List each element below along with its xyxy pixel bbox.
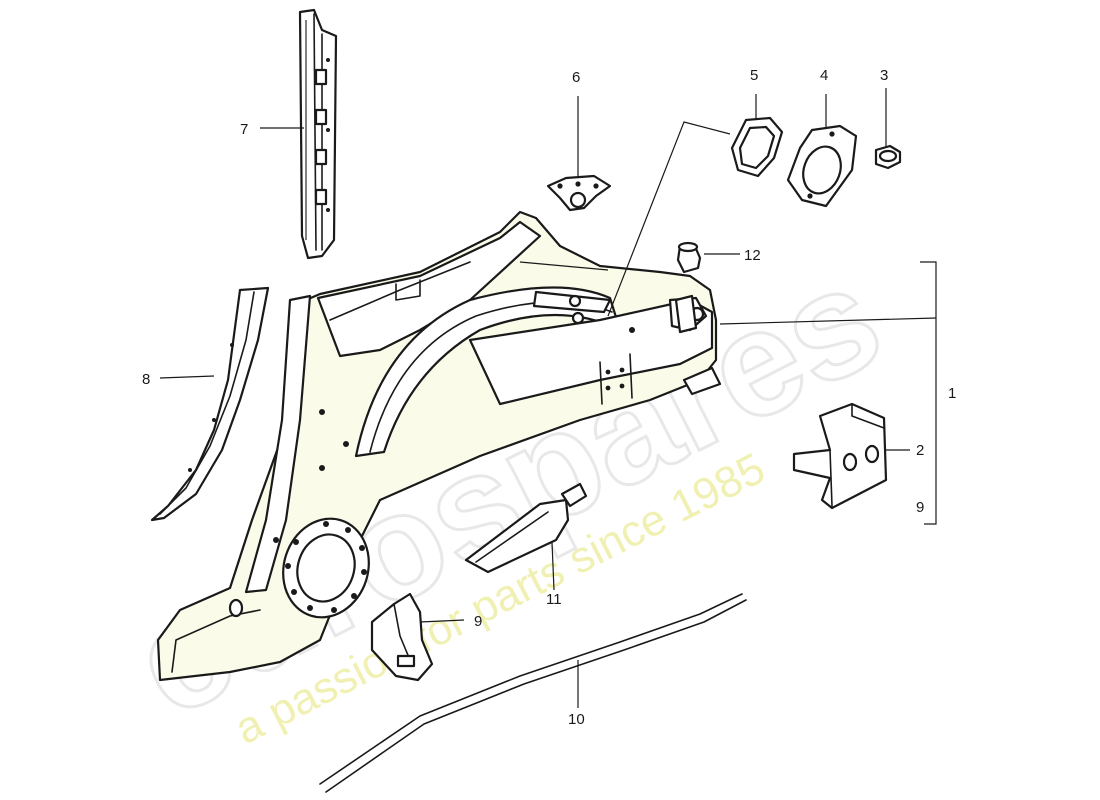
callout-9-bracket[interactable]: 9 bbox=[916, 499, 924, 516]
part-1-quarter-panel[interactable] bbox=[156, 210, 722, 682]
part-11-sealant-tube[interactable] bbox=[464, 482, 588, 574]
callout-7[interactable]: 7 bbox=[240, 121, 248, 138]
part-10-seal-strip[interactable] bbox=[319, 593, 747, 793]
callout-11[interactable]: 11 bbox=[546, 591, 562, 608]
callouts: 1 2 3 4 5 6 7 8 9 9 10 11 12 bbox=[142, 67, 956, 728]
callout-6[interactable]: 6 bbox=[572, 69, 580, 86]
callout-1[interactable]: 1 bbox=[948, 385, 956, 402]
flange-holes bbox=[285, 521, 367, 613]
part-2-bracket[interactable] bbox=[792, 402, 888, 510]
callout-2[interactable]: 2 bbox=[916, 442, 924, 459]
part-3-nut[interactable] bbox=[874, 144, 902, 170]
part-9-small-bracket[interactable] bbox=[370, 592, 434, 682]
callout-9-part[interactable]: 9 bbox=[474, 613, 482, 630]
callout-3[interactable]: 3 bbox=[880, 67, 888, 84]
part-5-seal-ring[interactable] bbox=[730, 116, 784, 178]
part-6-triangle-mount[interactable] bbox=[546, 174, 612, 212]
callout-12[interactable]: 12 bbox=[744, 247, 761, 264]
leader-lines bbox=[159, 88, 937, 708]
part-8-curved-trim[interactable] bbox=[150, 286, 270, 522]
part-7-pillar-panel[interactable] bbox=[298, 8, 338, 260]
part-4-plate[interactable] bbox=[786, 124, 858, 208]
callout-10[interactable]: 10 bbox=[568, 711, 585, 728]
callout-4[interactable]: 4 bbox=[820, 67, 828, 84]
part-12-bump-stop[interactable] bbox=[674, 241, 702, 334]
callout-8[interactable]: 8 bbox=[142, 371, 150, 388]
callout-5[interactable]: 5 bbox=[750, 67, 758, 84]
